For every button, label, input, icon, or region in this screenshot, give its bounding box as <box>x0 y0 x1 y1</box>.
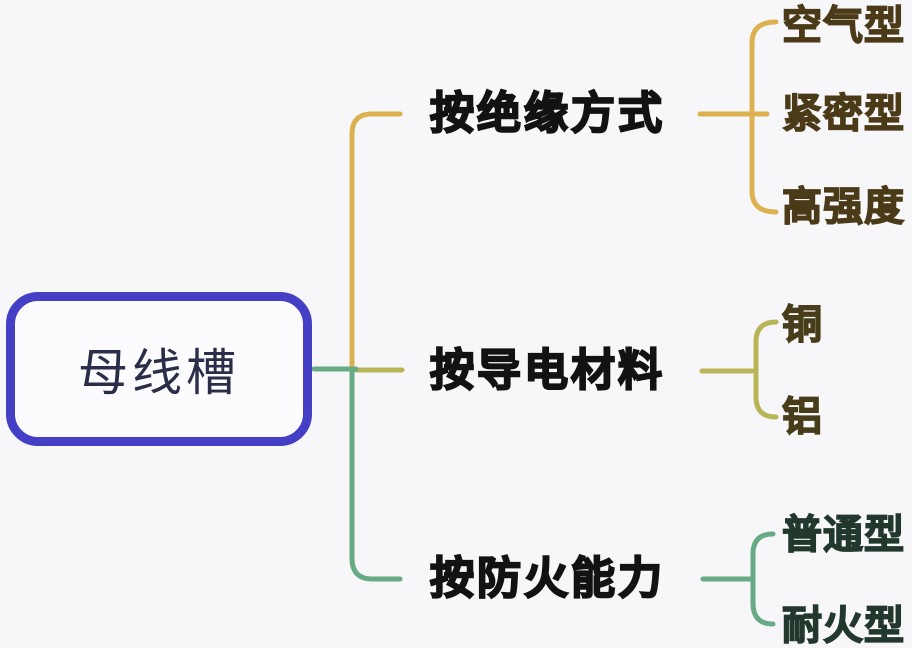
child-label-high-strength: 高强度 <box>781 184 905 229</box>
child-label-aluminum: 铝 <box>781 394 823 439</box>
root-node: 母线槽 <box>6 292 312 446</box>
branch3-trunk-line <box>349 366 403 582</box>
branch-label-conductive-material: 按导电材料 <box>429 345 665 396</box>
child-label-copper: 铜 <box>781 302 823 347</box>
branch-label-insulation: 按绝缘方式 <box>429 88 665 139</box>
branch1-children-bracket <box>749 19 779 215</box>
branch-label-fire-resistance: 按防火能力 <box>429 553 665 604</box>
root-node-label: 母线槽 <box>78 345 240 401</box>
branch2-children-bracket <box>753 319 779 420</box>
child-label-fireproof-type: 耐火型 <box>781 603 905 648</box>
child-label-ordinary-type: 普通型 <box>781 512 905 557</box>
branch3-children-bracket <box>750 531 776 627</box>
child-label-air-type: 空气型 <box>781 3 905 48</box>
branch1-trunk-line <box>349 111 403 375</box>
child-label-compact-type: 紧密型 <box>781 91 905 136</box>
